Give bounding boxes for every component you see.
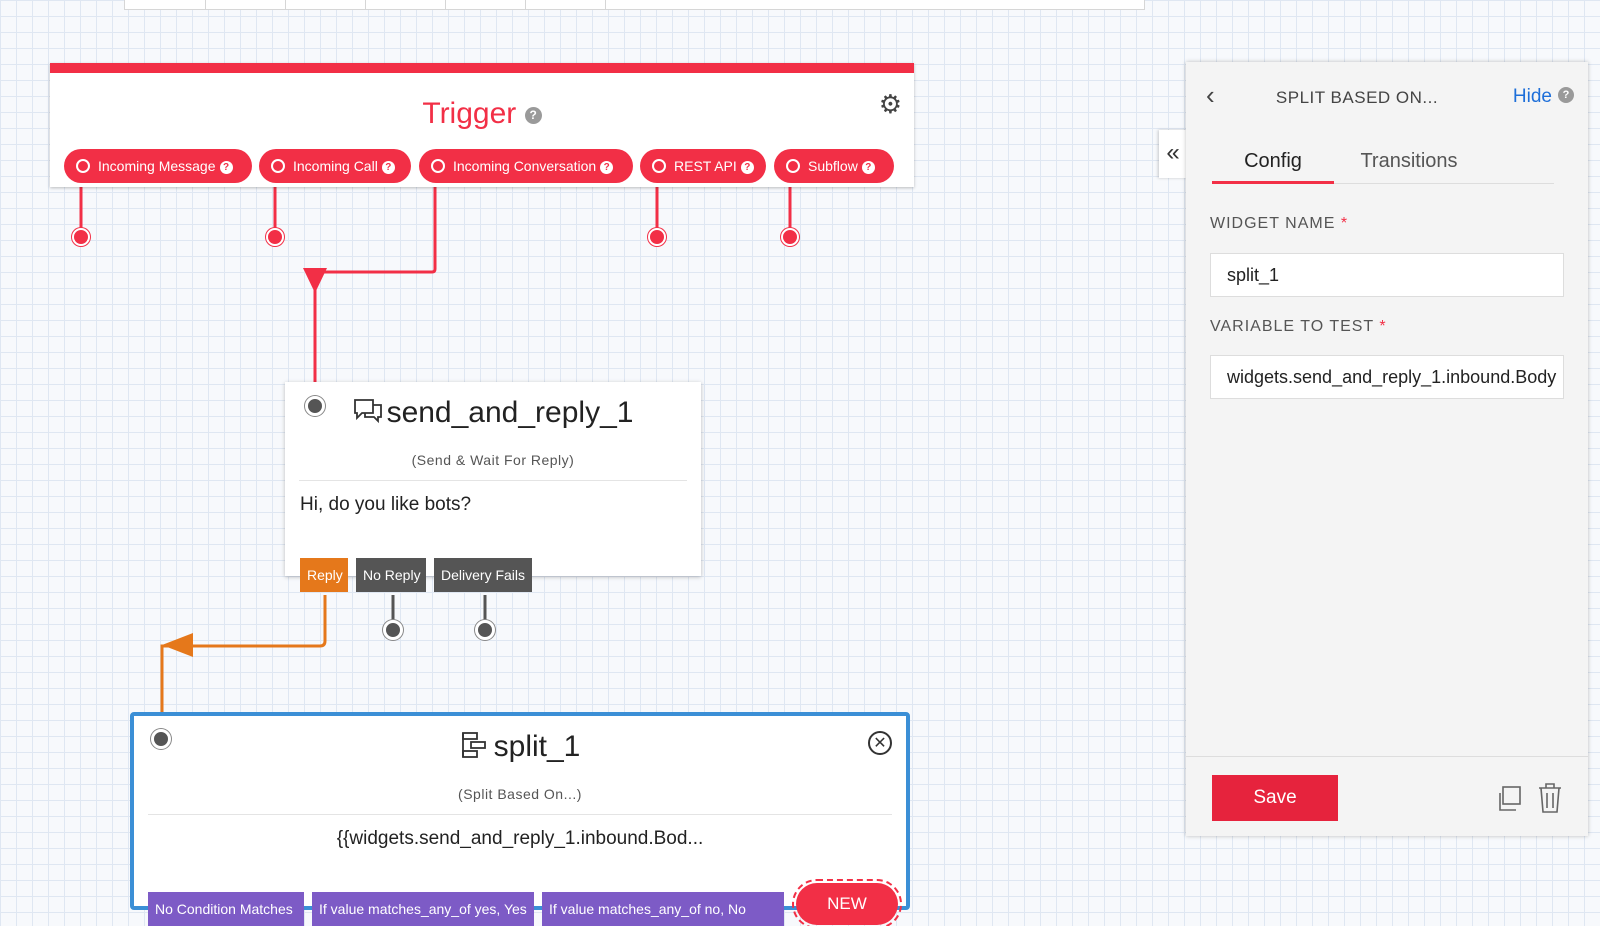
divider — [148, 814, 892, 815]
tab-transitions[interactable]: Transitions — [1360, 150, 1458, 172]
chat-bubbles-icon — [353, 399, 382, 424]
toolbar-divider — [605, 0, 606, 10]
pill-label: Incoming Message — [98, 158, 216, 174]
ring-icon — [786, 159, 800, 173]
pill-label: Incoming Call — [293, 158, 378, 174]
ring-icon — [76, 159, 90, 173]
close-icon[interactable]: ✕ — [868, 731, 892, 755]
required-mark: * — [1340, 215, 1349, 232]
transition-no-condition-matches[interactable]: No Condition Matches — [148, 892, 304, 926]
question-circle-icon[interactable]: ? — [381, 160, 395, 174]
split-widget[interactable]: ✕ split_1 (Split Based On...) {{widgets.… — [130, 712, 910, 926]
collapse-panel-button[interactable]: « — [1159, 130, 1187, 178]
new-transition-button[interactable]: NEW — [792, 879, 902, 926]
widget-config-panel: ‹ SPLIT BASED ON... Hide ? Config Transi… — [1186, 62, 1588, 836]
variable-to-test-label: VARIABLE TO TEST * — [1210, 318, 1387, 336]
trigger-pill-incoming-conversation[interactable]: Incoming Conversation? — [419, 149, 633, 183]
tab-config[interactable]: Config — [1212, 150, 1334, 184]
send-and-reply-widget[interactable]: send_and_reply_1 (Send & Wait For Reply)… — [285, 382, 701, 592]
transition-no-reply[interactable]: No Reply — [356, 558, 426, 592]
duplicate-icon[interactable] — [1494, 784, 1524, 814]
question-circle-icon[interactable]: ? — [1558, 87, 1574, 103]
required-mark: * — [1379, 318, 1387, 335]
question-circle-icon[interactable]: ? — [219, 160, 233, 174]
connector-line — [313, 170, 437, 382]
tab-underline — [1334, 183, 1554, 184]
toolbar-divider — [525, 0, 526, 10]
hide-link[interactable]: Hide — [1512, 86, 1552, 107]
panel-title: SPLIT BASED ON... — [1275, 88, 1439, 107]
widget-type: (Split Based On...) — [458, 786, 582, 802]
question-circle-icon[interactable]: ? — [740, 160, 754, 174]
ring-icon — [271, 159, 285, 173]
widget-name-field[interactable]: split_1 — [1210, 253, 1564, 297]
trigger-pill-incoming-call[interactable]: Incoming Call? — [259, 149, 411, 183]
double-chevron-left-icon: « — [1166, 139, 1180, 166]
connection-handle[interactable] — [383, 620, 403, 640]
footer-divider — [1186, 756, 1588, 757]
trigger-pill-incoming-message[interactable]: Incoming Message? — [64, 149, 252, 183]
transition-reply[interactable]: Reply — [300, 558, 348, 592]
trigger-pill-subflow[interactable]: Subflow? — [774, 149, 894, 183]
arrow-head — [303, 268, 327, 293]
widget-name: split_1 — [493, 730, 581, 763]
widget-type: (Send & Wait For Reply) — [411, 452, 575, 468]
transition-matches-no[interactable]: If value matches_any_of no, No — [542, 892, 784, 926]
transition-delivery-fails[interactable]: Delivery Fails — [434, 558, 532, 592]
gears-icon[interactable]: ⚙ — [878, 89, 902, 119]
variable-to-test-field[interactable]: widgets.send_and_reply_1.inbound.Body — [1210, 355, 1564, 399]
toolbar-divider — [445, 0, 446, 10]
widget-name-label: WIDGET NAME * — [1210, 215, 1348, 233]
question-circle-icon[interactable]: ? — [600, 160, 614, 174]
connector-line — [160, 595, 327, 712]
trash-icon[interactable] — [1536, 782, 1564, 814]
transition-matches-yes[interactable]: If value matches_any_of yes, Yes — [312, 892, 534, 926]
pill-label: REST API — [674, 158, 737, 174]
widget-input-handle[interactable] — [305, 396, 325, 416]
split-icon — [461, 732, 486, 758]
toolbar-divider — [285, 0, 286, 10]
widget-body: {{widgets.send_and_reply_1.inbound.Bod..… — [336, 828, 704, 849]
connection-handle[interactable] — [648, 228, 666, 246]
connection-handle[interactable] — [781, 228, 799, 246]
toolbar-divider — [365, 0, 366, 10]
widget-input-handle[interactable] — [151, 729, 171, 749]
widget-title: send_and_reply_1 — [285, 396, 701, 430]
connection-handle[interactable] — [266, 228, 284, 246]
question-circle-icon[interactable]: ? — [524, 106, 542, 124]
widget-body: Hi, do you like bots? — [300, 494, 472, 515]
pill-label: Incoming Conversation — [453, 158, 597, 174]
connection-handle[interactable] — [72, 228, 90, 246]
widget-title: split_1 — [134, 730, 906, 764]
top-toolbar — [124, 0, 1145, 10]
toolbar-divider — [205, 0, 206, 10]
label-text: WIDGET NAME — [1210, 215, 1336, 232]
question-circle-icon[interactable]: ? — [861, 160, 875, 174]
divider — [299, 480, 687, 481]
label-text: VARIABLE TO TEST — [1210, 318, 1374, 335]
widget-name: send_and_reply_1 — [386, 396, 634, 429]
arrow-head — [162, 633, 193, 657]
back-chevron-icon[interactable]: ‹ — [1206, 80, 1215, 110]
connection-handle[interactable] — [475, 620, 495, 640]
pill-label: Subflow — [808, 158, 858, 174]
trigger-pill-rest-api[interactable]: REST API? — [640, 149, 766, 183]
save-button[interactable]: Save — [1212, 775, 1338, 821]
trigger-title-text: Trigger — [422, 97, 517, 130]
trigger-title: Trigger ? — [50, 97, 914, 131]
ring-icon — [652, 159, 666, 173]
ring-icon — [431, 159, 445, 173]
trigger-widget[interactable]: Trigger ? ⚙ Incoming Message? Incoming C… — [50, 63, 914, 187]
